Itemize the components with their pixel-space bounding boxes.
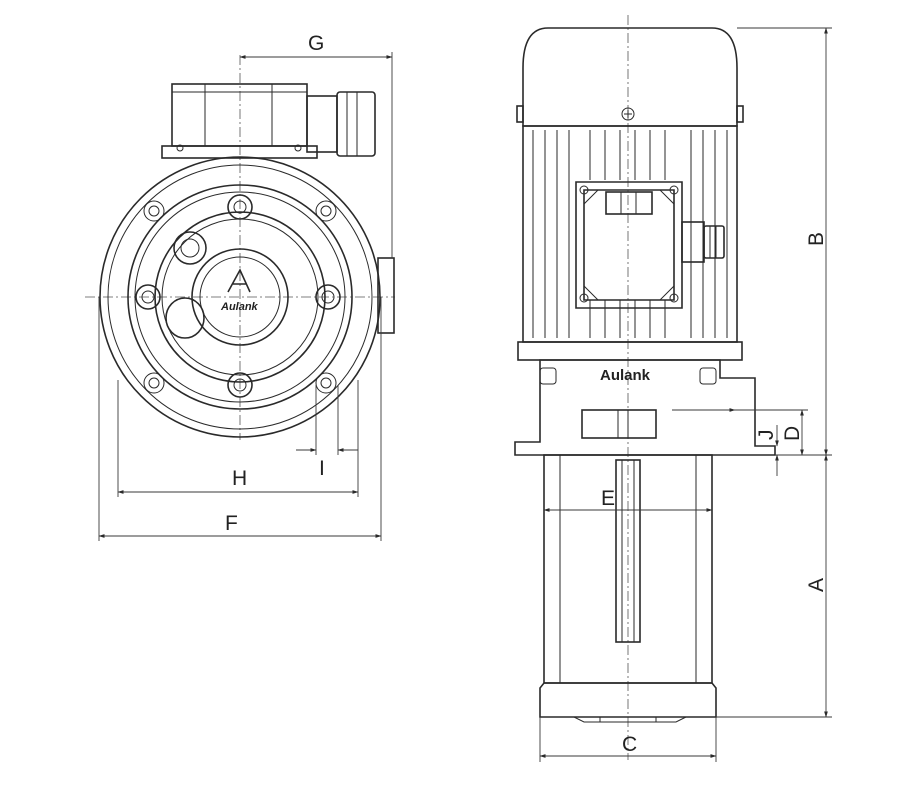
side-terminal-box bbox=[575, 181, 725, 309]
side-view: Aulank B A D bbox=[514, 15, 832, 762]
dimension-J: J bbox=[755, 425, 779, 476]
label-I: I bbox=[319, 457, 325, 480]
dimension-G: G bbox=[239, 32, 393, 258]
label-B: B bbox=[805, 232, 828, 246]
motor-flange bbox=[517, 341, 743, 361]
label-C: C bbox=[622, 733, 637, 756]
label-A: A bbox=[805, 578, 828, 592]
label-E: E bbox=[601, 487, 615, 510]
suction-port bbox=[165, 231, 207, 339]
label-H: H bbox=[232, 467, 247, 490]
fan-cover bbox=[522, 27, 738, 127]
flange-ears bbox=[143, 200, 337, 394]
motor-body bbox=[522, 125, 738, 343]
hub-logo: Aulank bbox=[220, 268, 259, 313]
label-D: D bbox=[781, 426, 804, 441]
dimension-C: C bbox=[539, 717, 717, 762]
side-brand-text: Aulank bbox=[600, 367, 651, 384]
outlet-port bbox=[581, 409, 657, 439]
pump-shaft bbox=[615, 459, 641, 643]
dimension-D: D bbox=[735, 409, 808, 456]
dimension-E: E bbox=[543, 487, 713, 512]
label-G: G bbox=[308, 32, 324, 55]
dimension-F: F bbox=[98, 297, 382, 541]
center-hub-inner bbox=[199, 256, 281, 338]
dimension-I: I bbox=[296, 385, 358, 480]
flange-ring-2 bbox=[107, 164, 373, 430]
hub-logo-text: Aulank bbox=[220, 301, 259, 313]
pump-head bbox=[514, 359, 776, 456]
pump-cover-circle bbox=[154, 211, 326, 383]
pump-body-ring bbox=[134, 191, 346, 403]
fan-cover-screw bbox=[621, 107, 635, 121]
cooling-fins bbox=[532, 130, 728, 338]
dimension-B: B bbox=[737, 27, 832, 456]
outer-flange-circle bbox=[99, 156, 381, 438]
pump-body-circle bbox=[127, 184, 353, 410]
label-J: J bbox=[755, 430, 778, 441]
dimension-A: A bbox=[716, 454, 832, 718]
center-hub bbox=[191, 248, 289, 346]
dimension-H: H bbox=[117, 380, 359, 497]
front-view: Aulank G H F I bbox=[85, 32, 395, 541]
terminal-box bbox=[161, 83, 376, 159]
label-F: F bbox=[225, 512, 238, 535]
cover-bolts bbox=[135, 194, 341, 398]
side-outlet-stub bbox=[377, 257, 395, 334]
